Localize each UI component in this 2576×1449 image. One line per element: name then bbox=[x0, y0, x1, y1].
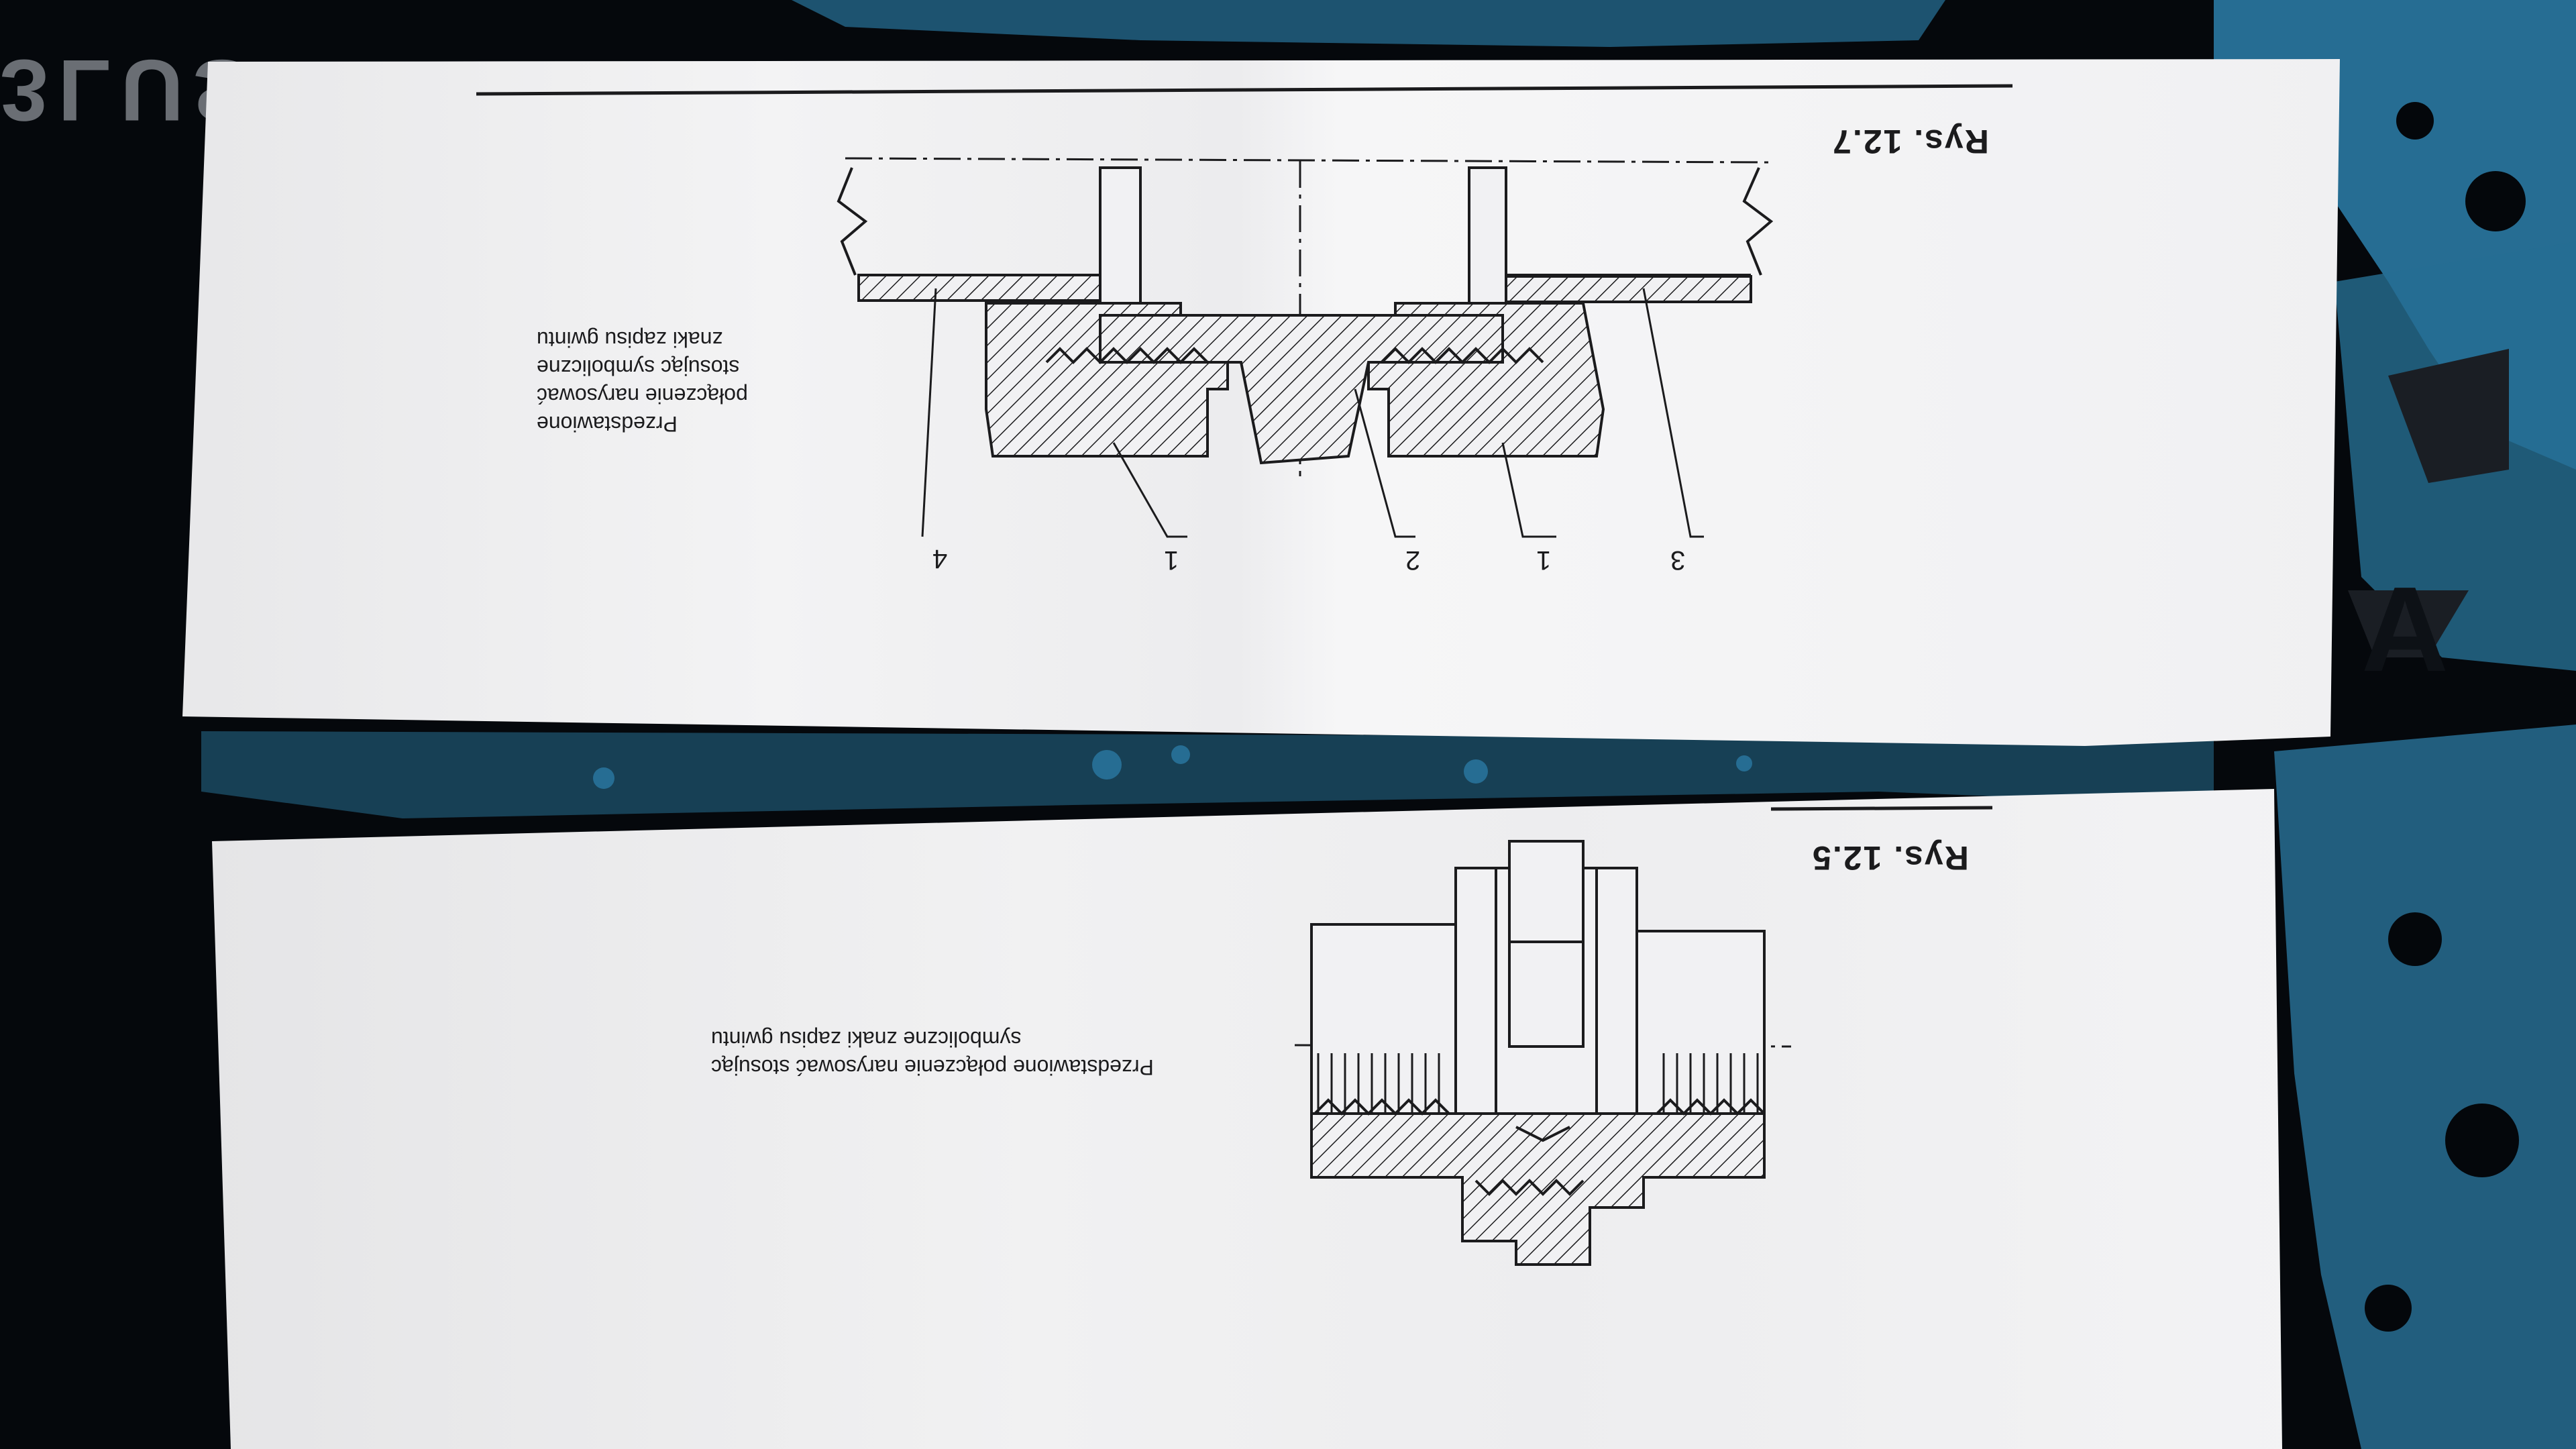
figure-caption-bottom: Przedstawione połączenie narysować stosu… bbox=[711, 1027, 1154, 1079]
svg-text:A: A bbox=[2361, 562, 2449, 697]
figure-label-rys-12-5: Rys. 12.5 bbox=[1811, 839, 1969, 877]
